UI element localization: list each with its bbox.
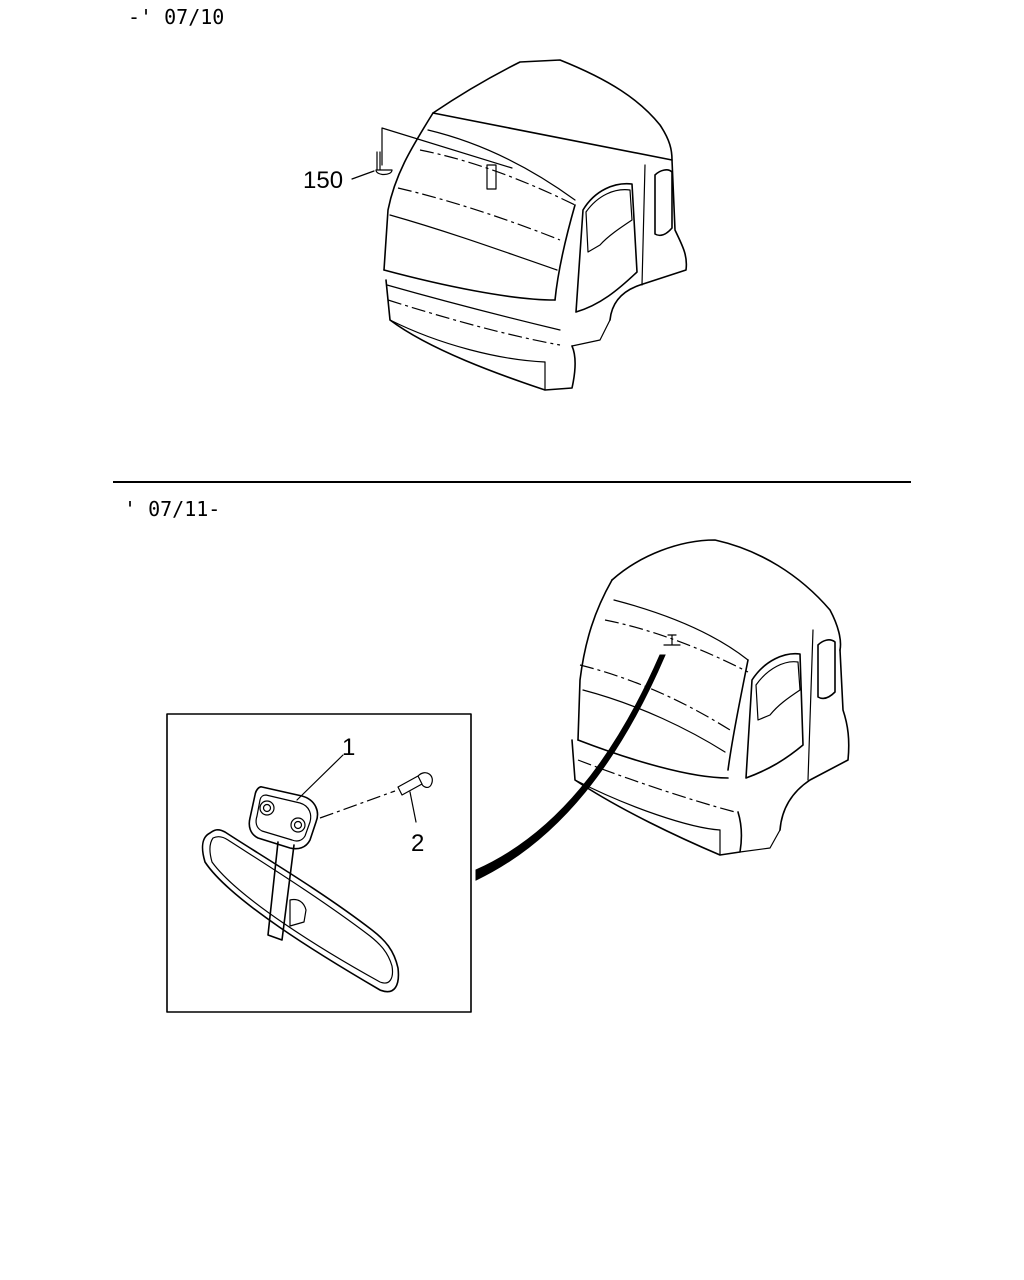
bottom-period-label: ' 07/11- xyxy=(124,497,220,521)
callout-150[interactable]: 150 xyxy=(303,127,513,194)
cab-illustration-bottom xyxy=(571,539,850,856)
cab-illustration-top xyxy=(383,59,688,391)
screw-part-2[interactable]: 2 xyxy=(319,772,433,857)
rear-view-mirror[interactable] xyxy=(201,828,400,993)
top-period-label: -' 07/10 xyxy=(128,5,224,29)
mirror-detail-inset: 1 2 xyxy=(166,713,472,1013)
detail-connector xyxy=(475,654,666,881)
callout-label-2: 2 xyxy=(411,830,424,857)
callout-label-150: 150 xyxy=(303,167,343,194)
mirror-stay-part-1[interactable]: 1 xyxy=(248,734,355,941)
callout-label-1: 1 xyxy=(342,734,355,761)
